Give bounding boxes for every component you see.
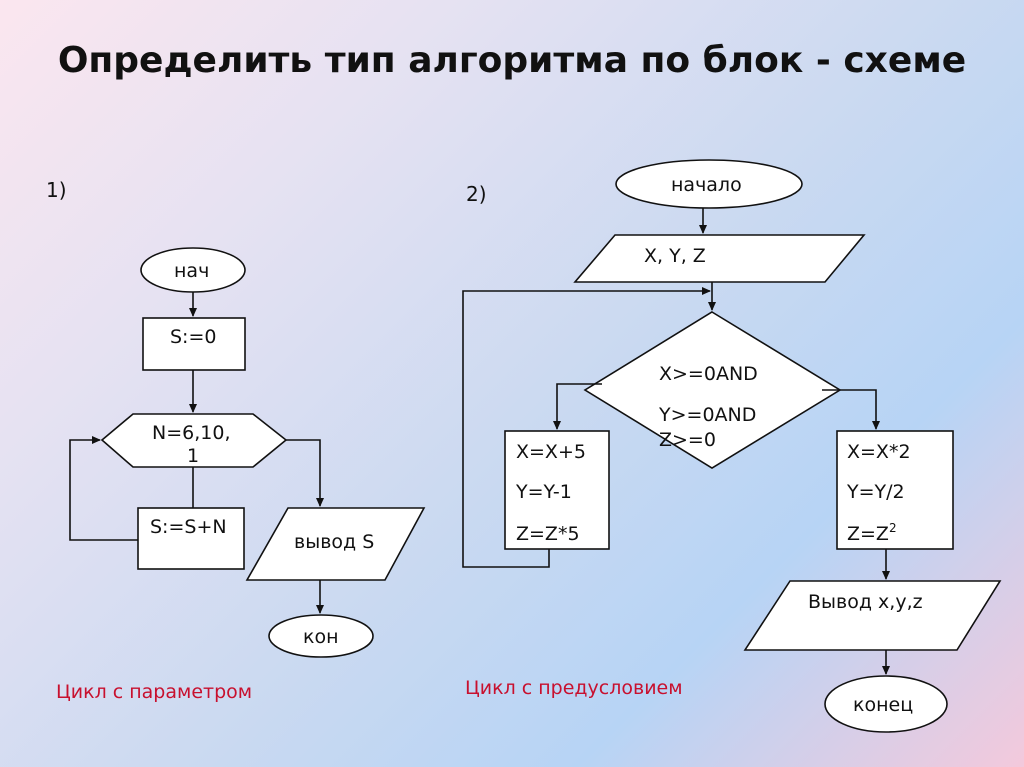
diagram2-caption: Цикл с предусловием: [465, 677, 683, 699]
loop-label-line1: N=6,10,: [152, 422, 230, 444]
condition-line1: X>=0AND: [659, 363, 758, 385]
right-line3: Z=Z2: [847, 521, 897, 545]
diagram1-caption: Цикл с параметром: [56, 681, 253, 703]
right-branch-block: [836, 430, 954, 550]
flowchart-1: [100, 247, 426, 658]
flowchart-1-labels: нач S:=0 N=6,10, 1 S:=S+N вывод S кон: [150, 260, 374, 648]
diagram2-number: 2): [466, 182, 487, 206]
output-label: вывод S: [294, 531, 374, 553]
left-line1: X=X+5: [516, 441, 586, 463]
left-line3: Z=Z*5: [516, 523, 580, 545]
body-label: S:=S+N: [150, 516, 227, 538]
init-block: [142, 317, 246, 371]
condition-line3: Z>=0: [659, 429, 716, 451]
arrow-body-back-to-loop: [69, 436, 138, 541]
flowchart-1-connectors: [69, 292, 324, 614]
loop-label-line2: 1: [187, 445, 199, 467]
flowchart-2: [504, 159, 1002, 733]
right-line2: Y=Y/2: [846, 481, 905, 503]
diagram1-number: 1): [46, 178, 67, 202]
start-terminator: [615, 159, 803, 209]
end-terminator: [268, 614, 374, 658]
right-line1: X=X*2: [847, 441, 911, 463]
start-label: нач: [174, 260, 209, 282]
arrow-loop-back: [462, 287, 711, 568]
output-label: Вывод x,y,z: [808, 591, 923, 613]
end-label: кон: [303, 626, 339, 648]
slide-title: Определить тип алгоритма по блок - схеме: [57, 40, 967, 81]
init-label: S:=0: [170, 326, 216, 348]
flowchart-2-labels: начало X, Y, Z X>=0AND Y>=0AND Z>=0 X=X+…: [515, 174, 923, 716]
end-terminator: [824, 675, 948, 733]
flowchart-2-connectors: [462, 208, 890, 675]
arrow-condition-to-right: [822, 389, 880, 430]
input-parallelogram: [573, 234, 866, 283]
right-line3-sup: 2: [889, 521, 897, 535]
right-line3-base: Z=Z: [847, 523, 889, 545]
condition-diamond: [583, 311, 842, 469]
loop-body-block: [137, 507, 245, 570]
condition-line2: Y>=0AND: [658, 404, 756, 426]
output-parallelogram: [245, 507, 426, 581]
input-label: X, Y, Z: [644, 245, 706, 267]
end-label: конец: [853, 694, 913, 716]
arrow-condition-to-left: [553, 383, 602, 430]
output-parallelogram: [743, 580, 1002, 651]
arrow-loop-exit-to-output: [286, 439, 324, 507]
left-branch-block: [504, 430, 610, 550]
start-label: начало: [671, 174, 742, 196]
left-line2: Y=Y-1: [515, 481, 572, 503]
